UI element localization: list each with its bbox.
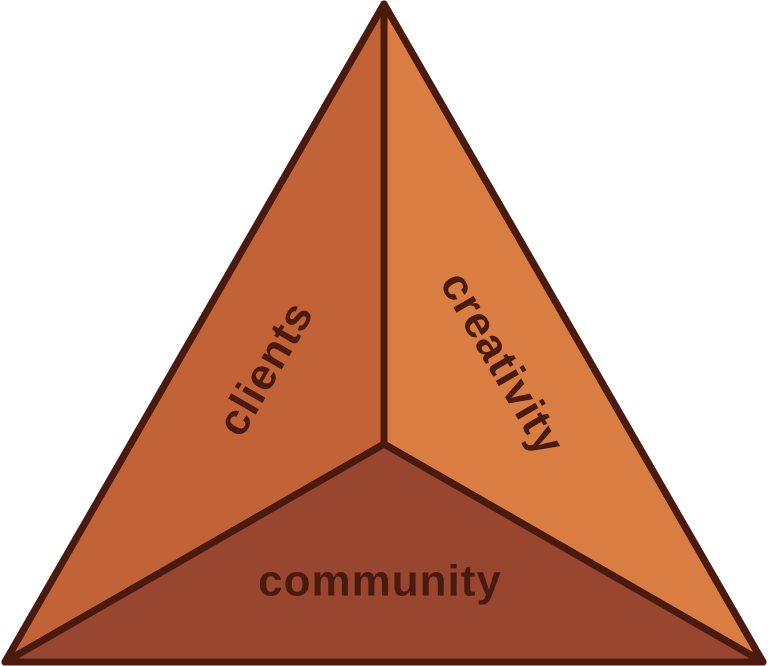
right-divider (380, 440, 767, 666)
left-divider (1, 440, 388, 666)
community-label: community (258, 557, 502, 606)
